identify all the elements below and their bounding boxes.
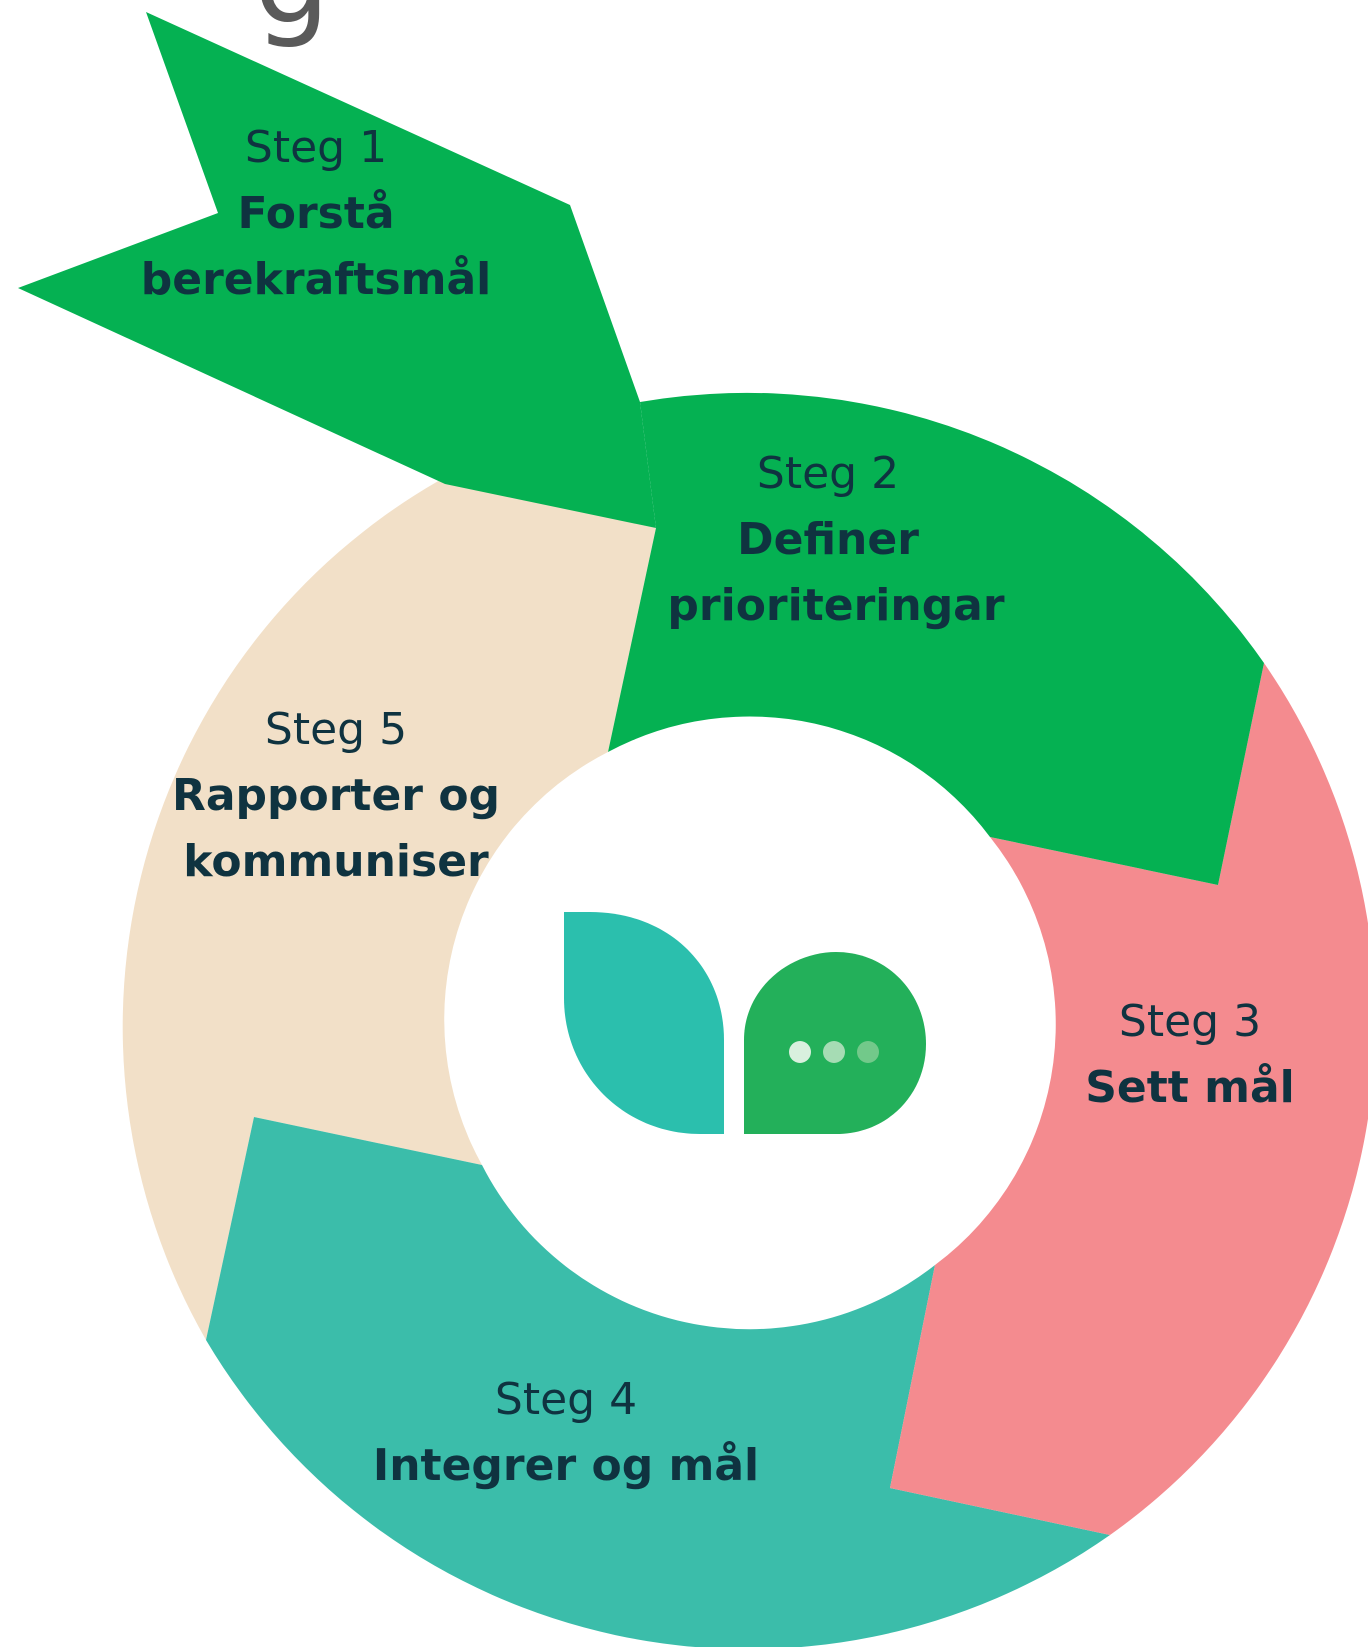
heading-fragment: g	[254, 0, 330, 51]
bubble-dot-1	[789, 1041, 811, 1063]
step-1-name-line-1: Forstå	[237, 188, 394, 239]
step-2-name-line-2: prioriteringar	[667, 580, 1004, 631]
step-4-name-line-1: Integrer og mål	[373, 1440, 759, 1491]
step-2-label: Steg 2	[757, 448, 899, 499]
arrow-step-1	[18, 12, 656, 528]
leaf-icon	[564, 912, 724, 1134]
step-1-name-line-2: berekraftsmål	[141, 254, 492, 305]
step-3-label: Steg 3	[1119, 996, 1261, 1047]
step-5-name-line-1: Rapporter og	[172, 770, 500, 821]
bubble-dot-3	[857, 1041, 879, 1063]
step-1-label: Steg 1	[245, 122, 387, 173]
step-2-name-line-1: Definer	[737, 514, 919, 565]
step-5-name-line-2: kommuniser	[183, 836, 489, 887]
step-3-name-line-1: Sett mål	[1085, 1062, 1295, 1113]
bubble-dot-2	[823, 1041, 845, 1063]
step-4-label: Steg 4	[495, 1374, 637, 1425]
segment-step-3	[890, 663, 1368, 1535]
step-5-label: Steg 5	[265, 704, 407, 755]
segment-step-2	[608, 392, 1264, 885]
segment-step-5	[122, 480, 657, 1340]
segment-step-4	[206, 1117, 1110, 1647]
